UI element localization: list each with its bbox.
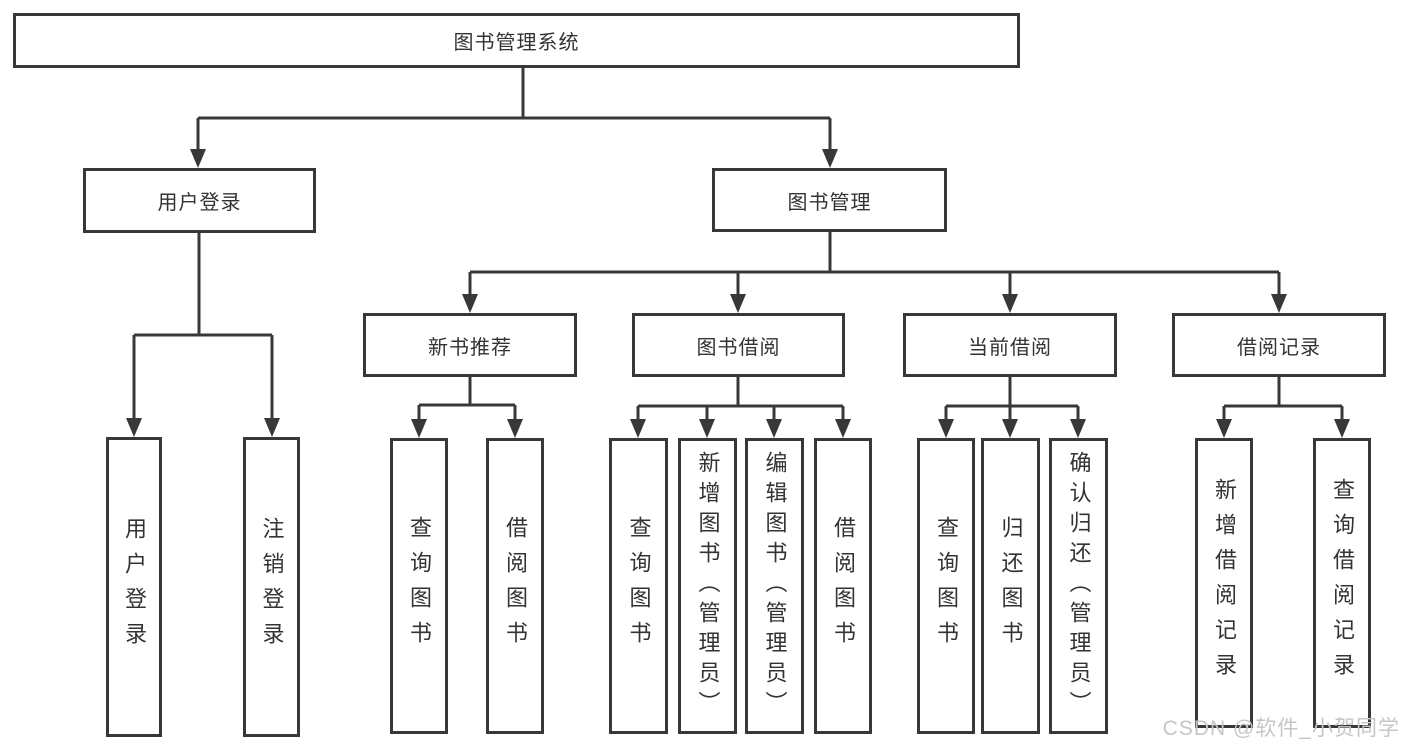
- node-current-borrow-label: 当前借阅: [968, 336, 1052, 359]
- leaf-add-books-admin-label: 新增图书（管理员）: [695, 451, 721, 721]
- leaf-user-login: 用户登录: [106, 437, 162, 737]
- connector-current-borrow-children: [938, 377, 1086, 438]
- leaf-recommend-query-books-label: 查询图书: [407, 516, 432, 656]
- connector-borrow-records-children: [1216, 377, 1350, 438]
- connector-book-management-children: [462, 232, 1287, 313]
- leaf-edit-books-admin: 编辑图书（管理员）: [745, 438, 804, 734]
- node-book-management-label: 图书管理: [787, 191, 872, 214]
- leaf-return-books: 归还图书: [981, 438, 1040, 734]
- leaf-current-query-books-label: 查询图书: [934, 516, 959, 656]
- node-root: 图书管理系统: [13, 13, 1020, 68]
- node-root-label: 图书管理系统: [453, 32, 580, 54]
- leaf-borrow-query-books-label: 查询图书: [626, 516, 652, 656]
- leaf-confirm-return-admin-label: 确认归还（管理员）: [1066, 451, 1092, 721]
- watermark: CSDN @软件_小贺同学: [1162, 717, 1400, 740]
- leaf-query-borrow-record: 查询借阅记录: [1313, 438, 1371, 728]
- node-borrow-records-label: 借阅记录: [1237, 336, 1321, 359]
- node-new-book-recommend: 新书推荐: [363, 313, 577, 377]
- node-borrow-records: 借阅记录: [1172, 313, 1386, 377]
- node-user-login: 用户登录: [83, 168, 316, 233]
- node-user-login-label: 用户登录: [157, 192, 242, 214]
- node-book-management: 图书管理: [712, 168, 947, 232]
- connector-new-book-recommend-children: [411, 377, 523, 438]
- leaf-borrow-borrow-books: 借阅图书: [814, 438, 872, 734]
- leaf-borrow-borrow-books-label: 借阅图书: [831, 516, 856, 656]
- leaf-logout-label: 注销登录: [259, 517, 285, 657]
- connector-user-login-children: [126, 233, 280, 437]
- leaf-edit-books-admin-label: 编辑图书（管理员）: [762, 451, 788, 721]
- leaf-query-borrow-record-label: 查询借阅记录: [1330, 478, 1355, 688]
- leaf-recommend-borrow-books-label: 借阅图书: [503, 516, 528, 656]
- leaf-recommend-query-books: 查询图书: [390, 438, 448, 734]
- leaf-confirm-return-admin: 确认归还（管理员）: [1049, 438, 1108, 734]
- leaf-add-books-admin: 新增图书（管理员）: [678, 438, 737, 734]
- leaf-return-books-label: 归还图书: [998, 516, 1024, 656]
- leaf-recommend-borrow-books: 借阅图书: [486, 438, 544, 734]
- leaf-add-borrow-record-label: 新增借阅记录: [1212, 478, 1237, 688]
- node-current-borrow: 当前借阅: [903, 313, 1117, 377]
- node-book-borrow-label: 图书借阅: [696, 336, 781, 359]
- node-new-book-recommend-label: 新书推荐: [428, 336, 512, 359]
- connector-root-to-level2: [190, 68, 838, 168]
- node-book-borrow: 图书借阅: [632, 313, 845, 377]
- leaf-add-borrow-record: 新增借阅记录: [1195, 438, 1253, 728]
- leaf-current-query-books: 查询图书: [917, 438, 975, 734]
- connector-book-borrow-children: [630, 377, 851, 438]
- leaf-borrow-query-books: 查询图书: [609, 438, 668, 734]
- leaf-user-login-label: 用户登录: [122, 517, 147, 657]
- leaf-logout: 注销登录: [243, 437, 300, 737]
